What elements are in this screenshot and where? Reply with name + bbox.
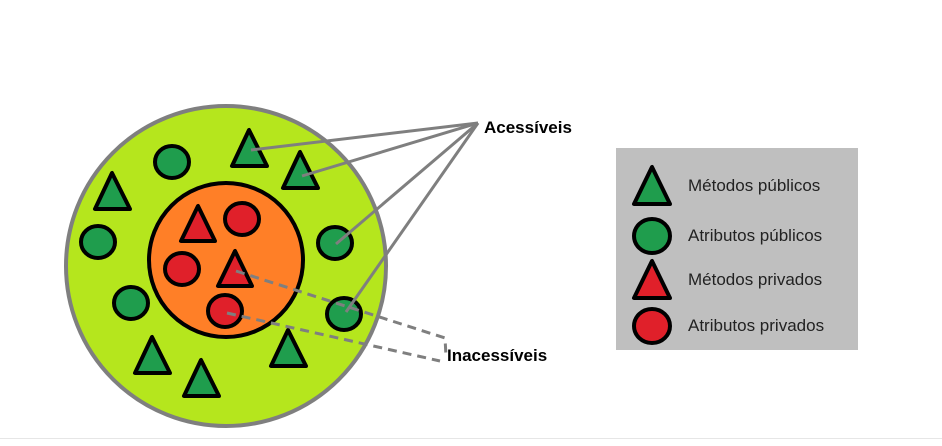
- accessible-pointer-lines: [250, 121, 480, 313]
- legend-item-public-attributes: Atributos públicos: [616, 214, 858, 258]
- private-attribute-circle: [223, 201, 261, 237]
- private-method-triangle: [216, 249, 254, 288]
- public-method-triangle: [182, 358, 221, 398]
- public-method-triangle: [269, 328, 308, 368]
- red-triangle-icon: [632, 259, 672, 300]
- legend-item-public-methods: Métodos públicos: [616, 164, 858, 208]
- accessible-label: Acessíveis: [484, 118, 572, 137]
- private-attribute-circle: [163, 251, 201, 287]
- private-attribute-circle: [206, 293, 244, 329]
- private-method-triangle: [179, 204, 217, 243]
- public-attribute-circle: [112, 285, 150, 321]
- red-circle-icon: [632, 307, 672, 345]
- green-circle-icon: [632, 217, 672, 255]
- inaccessible-pointer-lines: [226, 269, 448, 363]
- legend-label: Métodos públicos: [688, 176, 821, 195]
- public-method-triangle: [281, 150, 320, 190]
- public-method-triangle: [93, 171, 132, 211]
- inaccessible-label: Inacessíveis: [447, 346, 548, 365]
- legend: Métodos públicos Atributos públicos Méto…: [616, 148, 858, 350]
- public-attribute-circle: [325, 296, 363, 332]
- public-attribute-circle: [79, 224, 117, 260]
- green-triangle-icon: [632, 165, 672, 206]
- public-method-triangle: [133, 335, 172, 375]
- bottom-divider: [0, 438, 942, 439]
- inner-private-zone: [147, 181, 305, 339]
- legend-label: Atributos públicos: [688, 226, 823, 245]
- legend-label: Métodos privados: [688, 270, 823, 289]
- public-attribute-circle: [153, 144, 191, 180]
- legend-item-private-attributes: Atributos privados: [616, 304, 858, 348]
- legend-label: Atributos privados: [688, 316, 825, 335]
- public-attribute-circle: [316, 225, 354, 261]
- legend-item-private-methods: Métodos privados: [616, 258, 858, 302]
